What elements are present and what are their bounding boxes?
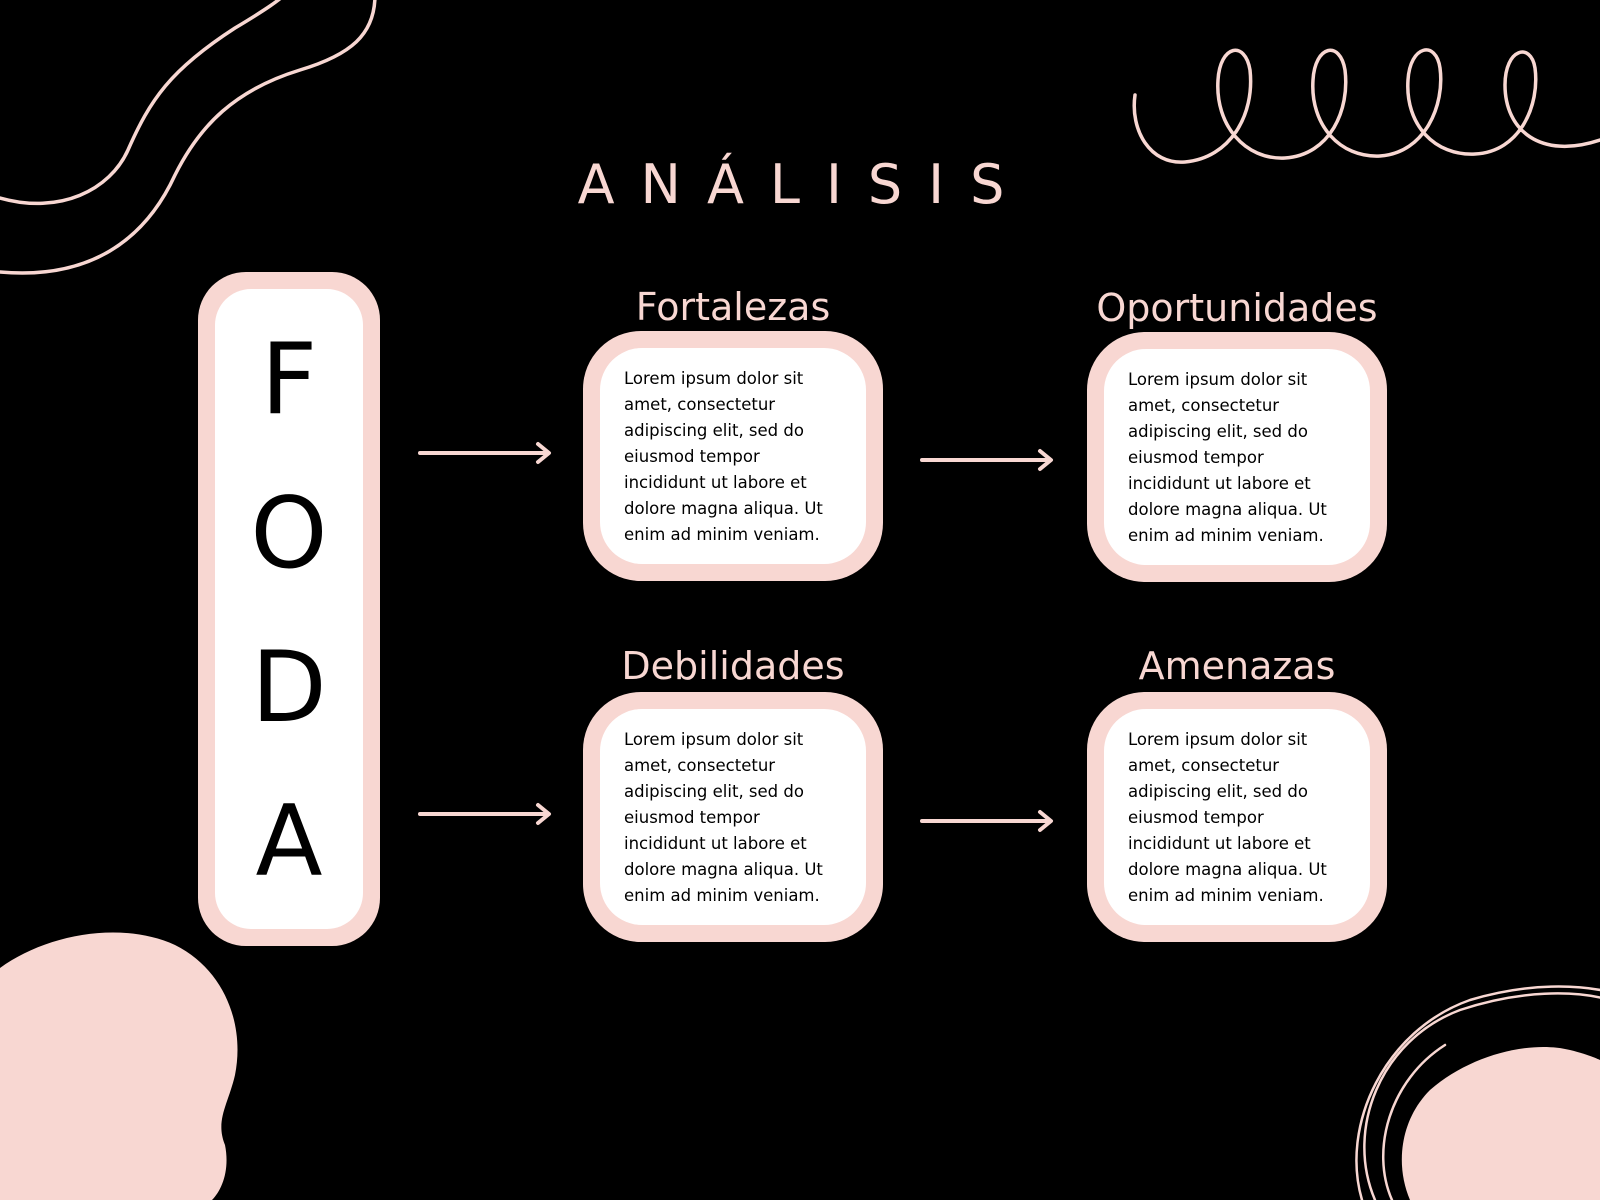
amenazas-title: Amenazas (1138, 644, 1336, 688)
foda-pill: F O D A (198, 272, 380, 946)
amenazas-text: Lorem ipsum dolor sit amet, consectetur … (1128, 730, 1327, 905)
right-arrow-icon (418, 442, 551, 464)
circle-scribble-decoration (1363, 992, 1600, 1200)
debilidades-card: Lorem ipsum dolor sit amet, consectetur … (583, 692, 883, 942)
slide-title: ANÁLISIS (577, 153, 1031, 216)
fortalezas-card-inner: Lorem ipsum dolor sit amet, consectetur … (600, 348, 866, 564)
oportunidades-card: Lorem ipsum dolor sit amet, consectetur … (1087, 332, 1387, 582)
amenazas-card: Lorem ipsum dolor sit amet, consectetur … (1087, 692, 1387, 942)
oportunidades-text: Lorem ipsum dolor sit amet, consectetur … (1128, 370, 1327, 545)
foda-letter-d: D (251, 631, 327, 745)
wavy-line-decoration (0, 0, 282, 206)
amenazas-card-inner: Lorem ipsum dolor sit amet, consectetur … (1104, 709, 1370, 925)
circle-scribble-decoration (1382, 1043, 1447, 1200)
fortalezas-card: Lorem ipsum dolor sit amet, consectetur … (583, 331, 883, 581)
debilidades-text: Lorem ipsum dolor sit amet, consectetur … (624, 730, 823, 905)
oportunidades-card-inner: Lorem ipsum dolor sit amet, consectetur … (1104, 349, 1370, 565)
fortalezas-title: Fortalezas (635, 285, 831, 329)
debilidades-card-inner: Lorem ipsum dolor sit amet, consectetur … (600, 709, 866, 925)
foda-letter-f: F (260, 323, 318, 437)
foda-letter-a: A (255, 785, 323, 899)
right-arrow-icon (920, 449, 1053, 471)
right-arrow-icon (920, 810, 1053, 832)
wavy-line-decoration (0, 0, 377, 275)
circle-scribble-decoration (1355, 985, 1600, 1200)
right-arrow-icon (418, 803, 551, 825)
debilidades-title: Debilidades (621, 644, 845, 688)
loop-scribble-decoration (1132, 48, 1600, 164)
foda-letter-o: O (250, 477, 328, 591)
pink-blob-decoration (0, 932, 238, 1200)
oportunidades-title: Oportunidades (1096, 286, 1378, 330)
fortalezas-text: Lorem ipsum dolor sit amet, consectetur … (624, 369, 823, 544)
pink-blob-decoration (1401, 1046, 1600, 1200)
foda-pill-inner: F O D A (215, 289, 363, 929)
